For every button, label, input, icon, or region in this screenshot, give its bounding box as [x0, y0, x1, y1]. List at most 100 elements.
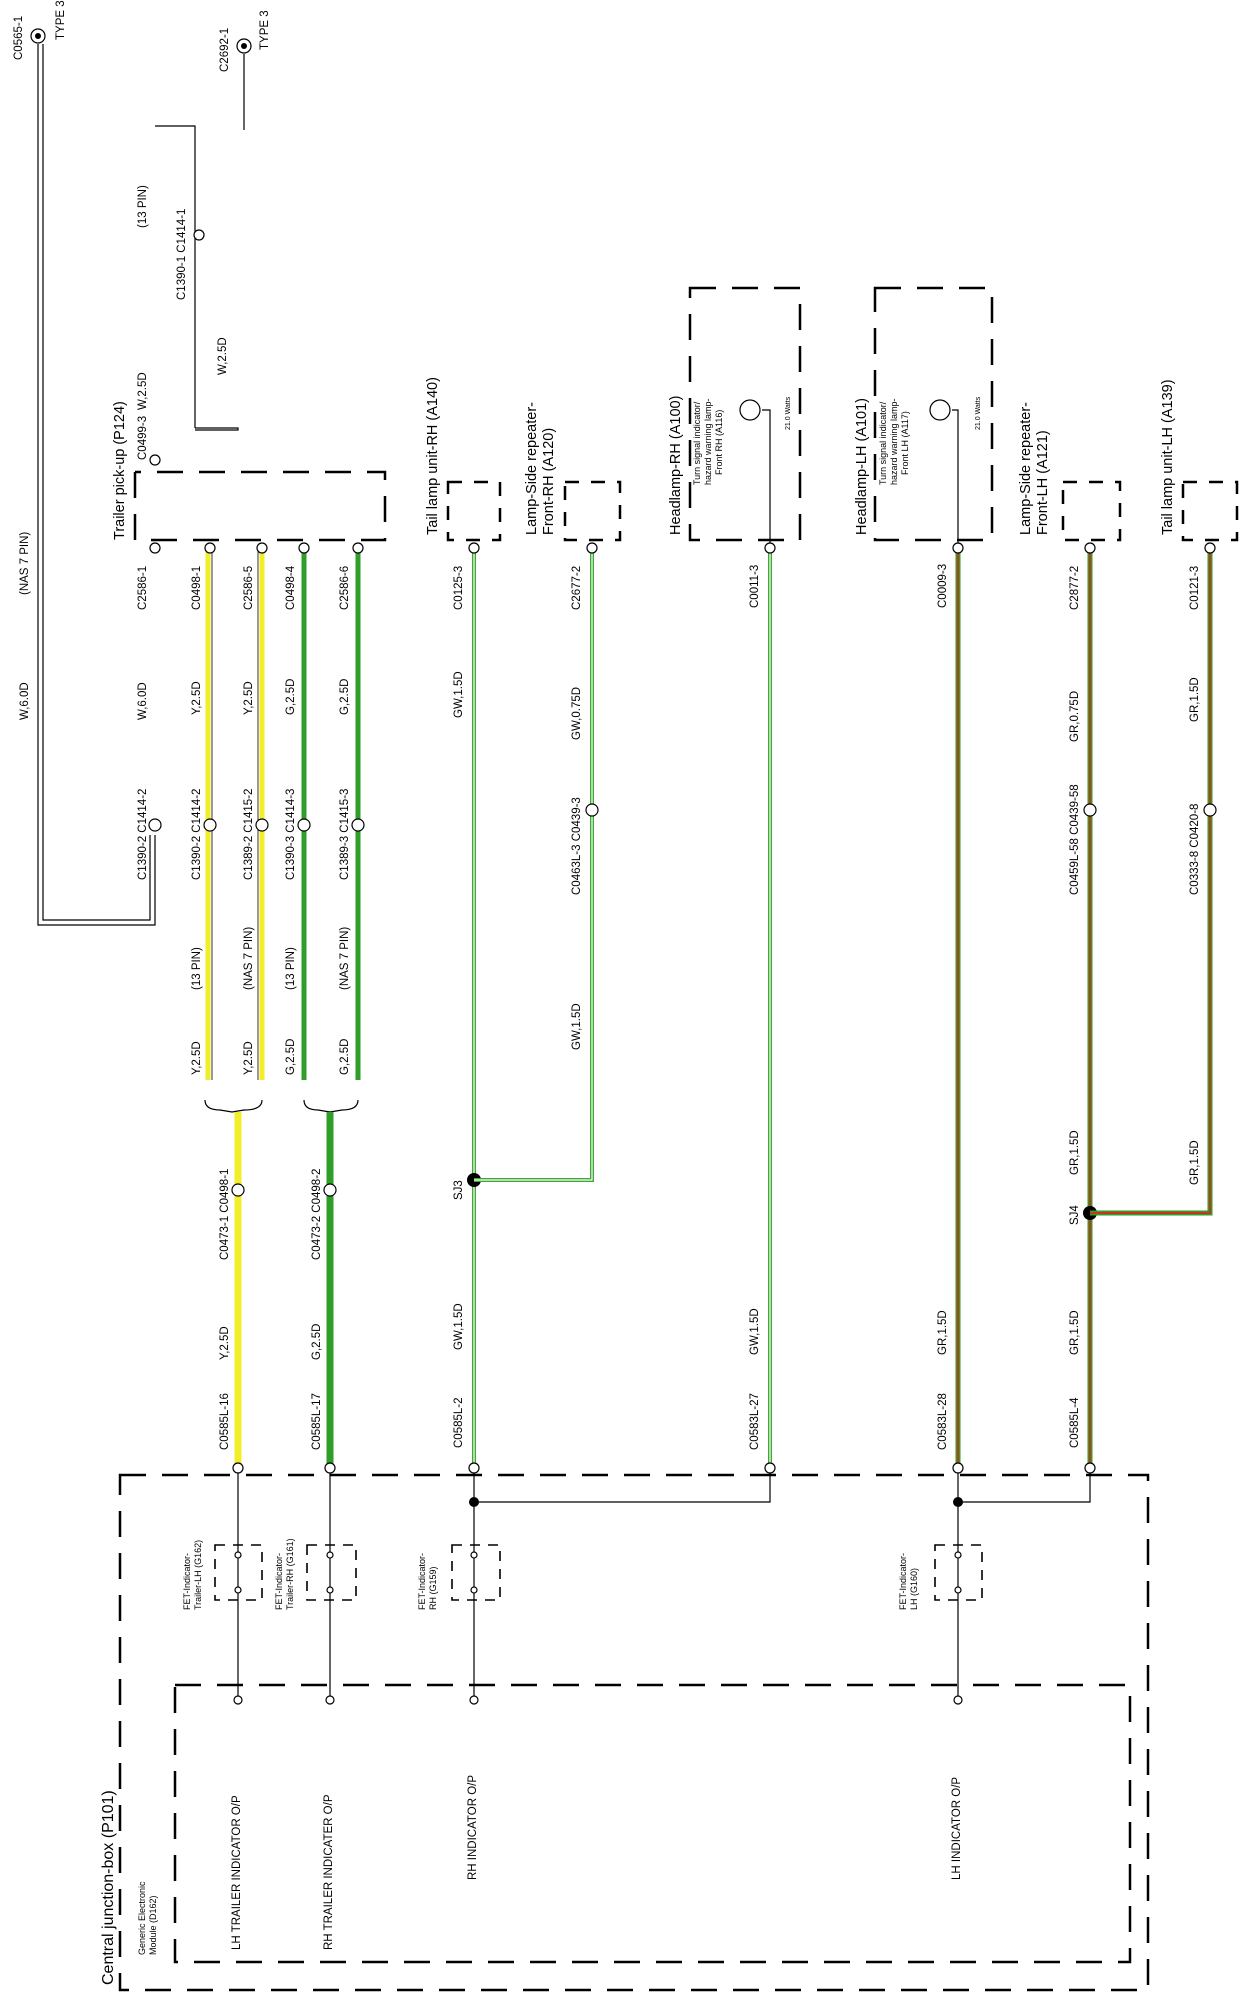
svg-text:C0333-8 C0420-8: C0333-8 C0420-8	[1189, 804, 1201, 895]
svg-text:SJ4: SJ4	[1069, 1205, 1081, 1225]
svg-text:C1390-3 C1414-3: C1390-3 C1414-3	[285, 789, 297, 880]
wire-label-w25-b: W,2.5D	[217, 337, 229, 375]
svg-text:C0459L-58 C0439-58: C0459L-58 C0439-58	[1069, 784, 1081, 895]
svg-text:Lamp-Side repeater-: Lamp-Side repeater-	[524, 402, 540, 535]
svg-text:Lamp-Side repeater-: Lamp-Side repeater-	[1018, 402, 1034, 535]
c0565-label: C0565-1	[13, 16, 25, 60]
svg-text:G,2.5D: G,2.5D	[285, 1039, 297, 1075]
svg-text:Turn signal indicator/: Turn signal indicator/	[692, 401, 702, 485]
label-13pin-top: (13 PIN)	[137, 185, 149, 228]
trailer-pickup-box	[133, 470, 387, 542]
svg-text:G,2.5D: G,2.5D	[285, 679, 297, 715]
svg-text:C2677-2: C2677-2	[571, 566, 583, 610]
bulb-rh-icon	[739, 399, 761, 421]
svg-text:(13 PIN): (13 PIN)	[191, 947, 203, 990]
svg-text:Front RH (A116): Front RH (A116)	[714, 410, 724, 475]
wire-w60-inner	[42, 44, 151, 921]
svg-text:Trailer-LH (G162): Trailer-LH (G162)	[193, 1540, 203, 1610]
svg-text:C1390-2 C1414-2: C1390-2 C1414-2	[137, 789, 149, 880]
svg-text:GR,1.5D: GR,1.5D	[1069, 1130, 1081, 1175]
headlamp-lh-box	[873, 286, 994, 542]
svg-text:GW,1.5D: GW,1.5D	[749, 1308, 761, 1355]
c2692-label: C2692-1	[219, 28, 231, 72]
wire-w60-outer	[37, 44, 156, 926]
svg-text:GW,1.5D: GW,1.5D	[453, 1303, 465, 1350]
svg-text:21.0 Watts: 21.0 Watts	[785, 396, 792, 430]
svg-text:Headlamp-LH (A101): Headlamp-LH (A101)	[854, 398, 870, 535]
wire-label-w25-a: W,2.5D	[137, 372, 149, 410]
svg-text:Front LH (A117): Front LH (A117)	[900, 411, 910, 475]
svg-text:C0463L-3 C0439-3: C0463L-3 C0439-3	[571, 797, 583, 895]
svg-text:FET-Indicator-: FET-Indicator-	[274, 1553, 284, 1610]
svg-text:Y,2.5D: Y,2.5D	[243, 1041, 255, 1075]
headlamp-rh-box	[688, 286, 802, 542]
svg-text:hazard warning lamp-: hazard warning lamp-	[703, 398, 713, 485]
junction-box-title: Central junction-box (P101)	[100, 1790, 117, 1985]
svg-text:SJ3: SJ3	[453, 1180, 465, 1200]
svg-text:C0583L-27: C0583L-27	[749, 1393, 761, 1450]
svg-text:21.0 Watts: 21.0 Watts	[975, 396, 982, 430]
tail-rh-title: Tail lamp unit-RH (A140)	[425, 377, 441, 535]
trailer-pickup-title: Trailer pick-up (P124)	[112, 401, 128, 540]
svg-text:Y,2.5D: Y,2.5D	[219, 1326, 231, 1360]
svg-text:Headlamp-RH (A100): Headlamp-RH (A100)	[668, 396, 684, 535]
output-lh: LH INDICATOR O/P	[951, 1777, 963, 1880]
svg-text:C0011-3: C0011-3	[749, 565, 761, 608]
svg-text:C0585L-16: C0585L-16	[219, 1393, 231, 1450]
fet-trailer-lh: FET-Indicator- Trailer-LH (G162)	[182, 1540, 263, 1610]
svg-text:C2586-6: C2586-6	[339, 566, 351, 610]
wire-label-w60: W,6.0D	[19, 682, 31, 720]
svg-text:Y,2.5D: Y,2.5D	[243, 681, 255, 715]
svg-text:C0498-4: C0498-4	[285, 565, 297, 610]
svg-text:W,6.0D: W,6.0D	[137, 682, 149, 720]
label-c0499-3: C0499-3	[137, 416, 149, 460]
svg-text:Module (D162): Module (D162)	[148, 1895, 158, 1955]
svg-text:FET-Indicator-: FET-Indicator-	[182, 1553, 192, 1610]
fet-trailer-rh: FET-Indicator- Trailer-RH (G161)	[274, 1538, 357, 1610]
svg-text:C0473-1 C0498-1: C0473-1 C0498-1	[219, 1169, 231, 1260]
label-nas7-top: (NAS 7 PIN)	[19, 532, 31, 595]
bulb-lh-icon	[929, 399, 951, 421]
svg-text:GW,1.5D: GW,1.5D	[571, 1003, 583, 1050]
svg-text:GR,0.75D: GR,0.75D	[1069, 691, 1081, 742]
svg-text:C0473-2 C0498-2: C0473-2 C0498-2	[311, 1169, 323, 1260]
inline-connector-c1390-1	[193, 229, 205, 241]
svg-text:C0585L-4: C0585L-4	[1069, 1397, 1081, 1448]
svg-text:C0009-3: C0009-3	[937, 564, 949, 608]
svg-text:Generic Electronic: Generic Electronic	[137, 1881, 147, 1955]
svg-text:GR,1.5D: GR,1.5D	[937, 1310, 949, 1355]
svg-text:LH (G160): LH (G160)	[909, 1568, 919, 1610]
svg-text:C2586-5: C2586-5	[243, 566, 255, 610]
svg-text:Tail lamp unit-LH (A139): Tail lamp unit-LH (A139)	[1160, 379, 1176, 535]
svg-text:C2877-2: C2877-2	[1069, 566, 1081, 610]
svg-text:GW,1.5D: GW,1.5D	[453, 671, 465, 718]
fet-rh: FET-Indicator- RH (G159)	[417, 1544, 501, 1610]
ground-connector-c2692: C2692-1 TYPE 3	[219, 10, 271, 72]
label-c0498-1: C0498-1	[191, 566, 203, 610]
svg-text:C1390-2 C1414-2: C1390-2 C1414-2	[191, 789, 203, 880]
svg-text:C0121-3: C0121-3	[1189, 566, 1201, 610]
fet-lh: FET-Indicator- LH (G160)	[898, 1544, 983, 1610]
svg-text:C2586-1: C2586-1	[137, 566, 149, 610]
svg-text:GR,1.5D: GR,1.5D	[1069, 1310, 1081, 1355]
svg-text:Front-LH (A121): Front-LH (A121)	[1035, 430, 1051, 535]
gem-module-outline	[173, 1683, 1132, 1964]
trailer-pin-c2586-1: C2586-1 W,6.0D C1390-2 C1414-2	[137, 542, 162, 880]
svg-text:RH (G159): RH (G159)	[428, 1566, 438, 1610]
svg-text:Front-RH (A120): Front-RH (A120)	[541, 428, 557, 535]
ground-connector-c0565: C0565-1 TYPE 3	[13, 0, 67, 60]
svg-text:GW,0.75D: GW,0.75D	[571, 687, 583, 740]
svg-text:Y,2.5D: Y,2.5D	[191, 1041, 203, 1075]
svg-text:C1389-3 C1415-3: C1389-3 C1415-3	[339, 789, 351, 880]
svg-text:Turn signal indicator/: Turn signal indicator/	[878, 401, 888, 485]
svg-text:G,2.5D: G,2.5D	[311, 1324, 323, 1360]
svg-text:C0585L-17: C0585L-17	[311, 1393, 323, 1450]
output-rh-trailer: RH TRAILER INDICATER O/P	[323, 1794, 335, 1950]
output-rh: RH INDICATOR O/P	[467, 1775, 479, 1880]
c0565-type: TYPE 3	[55, 0, 67, 40]
svg-text:C1389-2 C1415-2: C1389-2 C1415-2	[243, 789, 255, 880]
svg-text:Y,2.5D: Y,2.5D	[191, 681, 203, 715]
output-lh-trailer: LH TRAILER INDICATOR O/P	[231, 1795, 243, 1950]
